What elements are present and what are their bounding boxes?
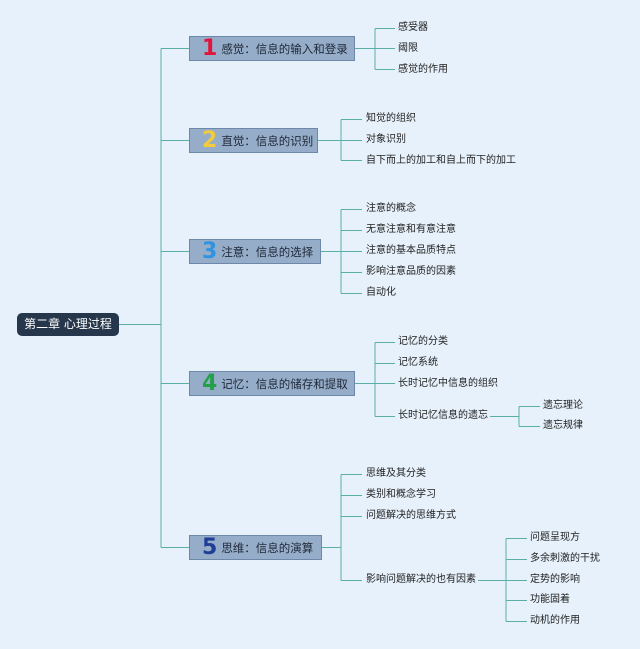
chapter-title-4: 记忆：信息的储存和提取 [221, 376, 348, 391]
topic-5-1: 思维及其分类 [366, 468, 426, 479]
subtopic-5-4-1: 问题呈现方 [530, 532, 580, 543]
chapter-number-1: 1 [202, 35, 218, 61]
chapter-number-4: 4 [202, 370, 218, 396]
chapter-node-2: 2 直觉：信息的识别 [189, 128, 318, 153]
topic-3-5: 自动化 [366, 287, 396, 298]
chapter-number-5: 5 [202, 534, 218, 560]
root-node: 第二章 心理过程 [17, 313, 119, 336]
topic-4-4: 长时记忆信息的遗忘 [398, 410, 488, 421]
subtopic-5-4-4: 功能固着 [530, 594, 570, 605]
topic-5-3: 问题解决的思维方式 [366, 510, 456, 521]
topic-1-3: 感觉的作用 [398, 64, 448, 75]
topic-2-1: 知觉的组织 [366, 113, 416, 124]
chapter-title-5: 思维：信息的演算 [221, 540, 314, 555]
subtopic-5-4-5: 动机的作用 [530, 615, 580, 626]
chapter-title-1: 感觉：信息的输入和登录 [221, 41, 348, 56]
topic-5-4: 影响问题解决的也有因素 [366, 574, 476, 585]
topic-3-3: 注意的基本品质特点 [366, 245, 456, 256]
topic-1-1: 感受器 [398, 22, 428, 33]
chapter-node-4: 4 记忆：信息的储存和提取 [189, 371, 355, 396]
topic-4-2: 记忆系统 [398, 357, 438, 368]
subtopic-5-4-2: 多余刺激的干扰 [530, 553, 600, 564]
chapter-node-3: 3 注意：信息的选择 [189, 239, 321, 264]
subtopic-5-4-3: 定势的影响 [530, 574, 580, 585]
chapter-node-1: 1 感觉：信息的输入和登录 [189, 36, 355, 61]
subtopic-4-4-2: 遗忘规律 [543, 420, 583, 431]
chapter-node-5: 5 思维：信息的演算 [189, 535, 322, 560]
chapter-title-3: 注意：信息的选择 [221, 244, 314, 259]
topic-4-3: 长时记忆中信息的组织 [398, 378, 498, 389]
topic-4-1: 记忆的分类 [398, 336, 448, 347]
chapter-number-3: 3 [202, 238, 218, 264]
subtopic-4-4-1: 遗忘理论 [543, 400, 583, 411]
topic-3-1: 注意的概念 [366, 203, 416, 214]
chapter-title-2: 直觉：信息的识别 [221, 133, 314, 148]
chapter-number-2: 2 [202, 127, 218, 153]
topic-2-2: 对象识别 [366, 134, 406, 145]
topic-2-3: 自下而上的加工和自上而下的加工 [366, 155, 516, 166]
topic-3-4: 影响注意品质的因素 [366, 266, 456, 277]
topic-5-2: 类别和概念学习 [366, 489, 436, 500]
topic-1-2: 阈限 [398, 43, 418, 54]
topic-3-2: 无意注意和有意注意 [366, 224, 456, 235]
